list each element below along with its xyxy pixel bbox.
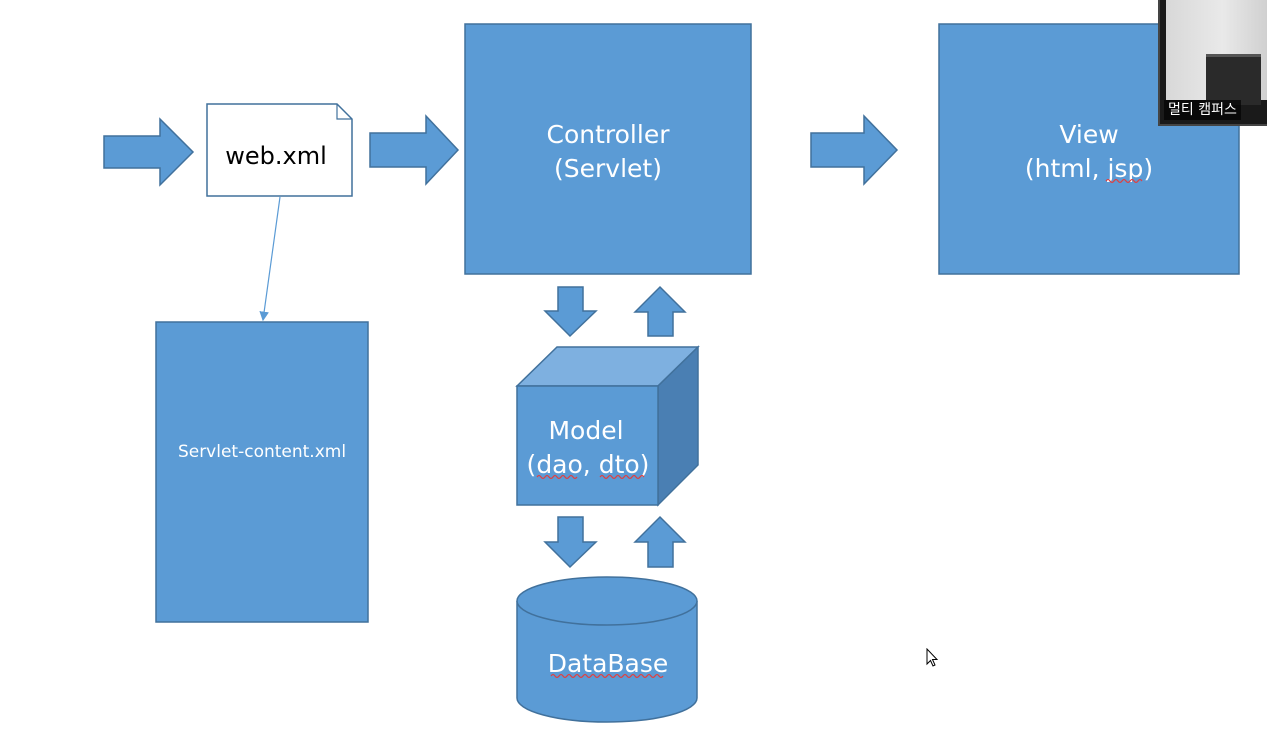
- database-cylinder-top: [516, 576, 698, 626]
- view-sublabel: (html, jsp): [1025, 154, 1153, 183]
- database-to-model-arrow: [633, 515, 687, 568]
- model-sublabel-dto: dto: [599, 450, 640, 479]
- spellcheck-underline-dao: [536, 474, 578, 480]
- view-sublabel-part3: ): [1143, 154, 1153, 183]
- web-xml-label: web.xml: [225, 142, 327, 170]
- model-to-database-arrow: [543, 516, 598, 569]
- database-cylinder: DataBase: [516, 576, 698, 723]
- controller-label: Controller: [547, 120, 671, 149]
- model-cube: Model (dao, dto): [515, 345, 700, 507]
- participant-video-tile[interactable]: 멀티 캠퍼스: [1158, 0, 1267, 126]
- spellcheck-underline-jsp: [1105, 178, 1143, 184]
- controller-sublabel: (Servlet): [554, 154, 662, 183]
- servlet-content-label: Servlet-content.xml: [178, 442, 346, 462]
- model-label: Model: [548, 416, 623, 445]
- incoming-arrow: [103, 117, 195, 187]
- model-sublabel: (dao, dto): [527, 450, 650, 479]
- mouse-cursor-icon: [926, 648, 939, 667]
- controller-to-view-arrow: [810, 114, 899, 186]
- model-sublabel-dao: dao: [536, 450, 582, 479]
- model-sublabel-open: (: [527, 450, 537, 479]
- view-label: View: [1059, 120, 1118, 149]
- model-cube-front: [516, 385, 659, 506]
- web-xml-to-controller-arrow: [369, 114, 460, 186]
- participant-name-label: 멀티 캠퍼스: [1164, 100, 1241, 120]
- view-sublabel-part1: (html,: [1025, 154, 1108, 183]
- view-sublabel-jsp: jsp: [1106, 154, 1143, 183]
- database-label: DataBase: [548, 649, 669, 678]
- video-furniture: [1206, 54, 1261, 105]
- controller-to-model-arrow: [543, 286, 598, 338]
- model-sublabel-sep: ,: [583, 450, 599, 479]
- model-sublabel-close: ): [640, 450, 650, 479]
- spellcheck-underline-dto: [599, 474, 645, 480]
- servlet-content-box: Servlet-content.xml: [155, 321, 369, 623]
- spellcheck-underline-database: [550, 673, 664, 679]
- web-xml-to-servlet-content-connector: [259, 196, 281, 322]
- controller-box: Controller (Servlet): [464, 23, 752, 275]
- web-xml-document: web.xml: [206, 103, 353, 197]
- database-cylinder-body: [516, 601, 698, 723]
- model-to-controller-arrow: [633, 285, 687, 337]
